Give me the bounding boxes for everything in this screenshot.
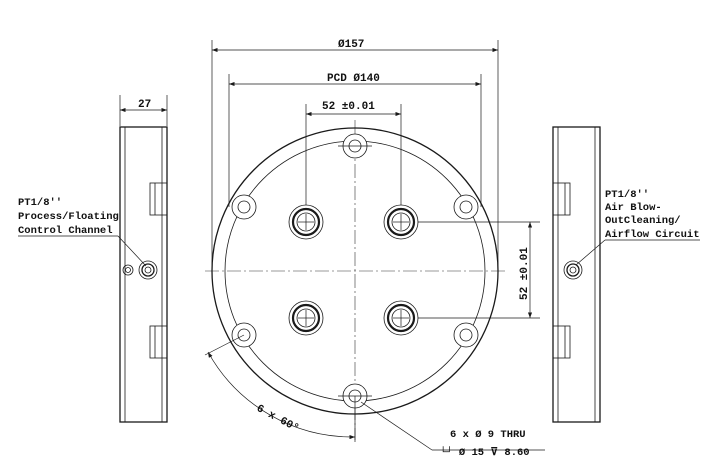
- right-side-view: [552, 126, 601, 423]
- right-port-line2: Air Blow-: [605, 202, 662, 214]
- hole-callout-line2: └┘ Ø 15 ⊽ 8.60: [440, 446, 530, 459]
- right-port-callout: PT1/8'' Air Blow- OutCleaning/ Airflow C…: [575, 189, 700, 266]
- dim-hole-spacing-h: 52 ±0.01: [305, 101, 402, 205]
- front-view: [205, 120, 505, 440]
- left-side-view: 27: [119, 95, 168, 423]
- dim-outer-diameter: Ø157: [211, 39, 499, 268]
- dim-angle: 6 x 60°: [204, 334, 356, 442]
- angle-label: 6 x 60°: [254, 403, 300, 435]
- left-port-line1: PT1/8'': [18, 197, 62, 209]
- mounting-hole: [453, 322, 479, 348]
- port-fitting: [383, 300, 419, 336]
- left-port-line3: Control Channel: [18, 225, 113, 237]
- hole-spacing-v-label: 52 ±0.01: [519, 247, 531, 300]
- dim-pcd: PCD Ø140: [228, 73, 482, 207]
- right-port-line4: Airflow Circuit: [605, 229, 700, 241]
- outer-diameter-label: Ø157: [338, 39, 364, 51]
- port-fitting: [383, 204, 419, 240]
- right-port-line1: PT1/8'': [605, 189, 649, 201]
- center-ports: [288, 204, 419, 336]
- right-port-icon: [563, 260, 583, 280]
- left-port-callout: PT1/8'' Process/Floating Control Channel: [18, 197, 147, 267]
- dim-hole-spacing-v: 52 ±0.01: [418, 221, 540, 319]
- left-port-line2: Process/Floating: [18, 211, 119, 223]
- hole-callout-line1: 6 x Ø 9 THRU: [450, 429, 526, 441]
- port-fitting: [288, 300, 324, 336]
- right-port-line3: OutCleaning/: [605, 215, 681, 227]
- mounting-hole: [453, 194, 479, 220]
- mounting-hole: [231, 194, 257, 220]
- thickness-label: 27: [138, 99, 151, 111]
- hole-callout: 6 x Ø 9 THRU └┘ Ø 15 ⊽ 8.60: [360, 401, 545, 459]
- left-port-icon: [122, 260, 158, 280]
- hole-spacing-h-label: 52 ±0.01: [322, 101, 375, 113]
- port-fitting: [288, 204, 324, 240]
- pcd-label: PCD Ø140: [327, 73, 380, 85]
